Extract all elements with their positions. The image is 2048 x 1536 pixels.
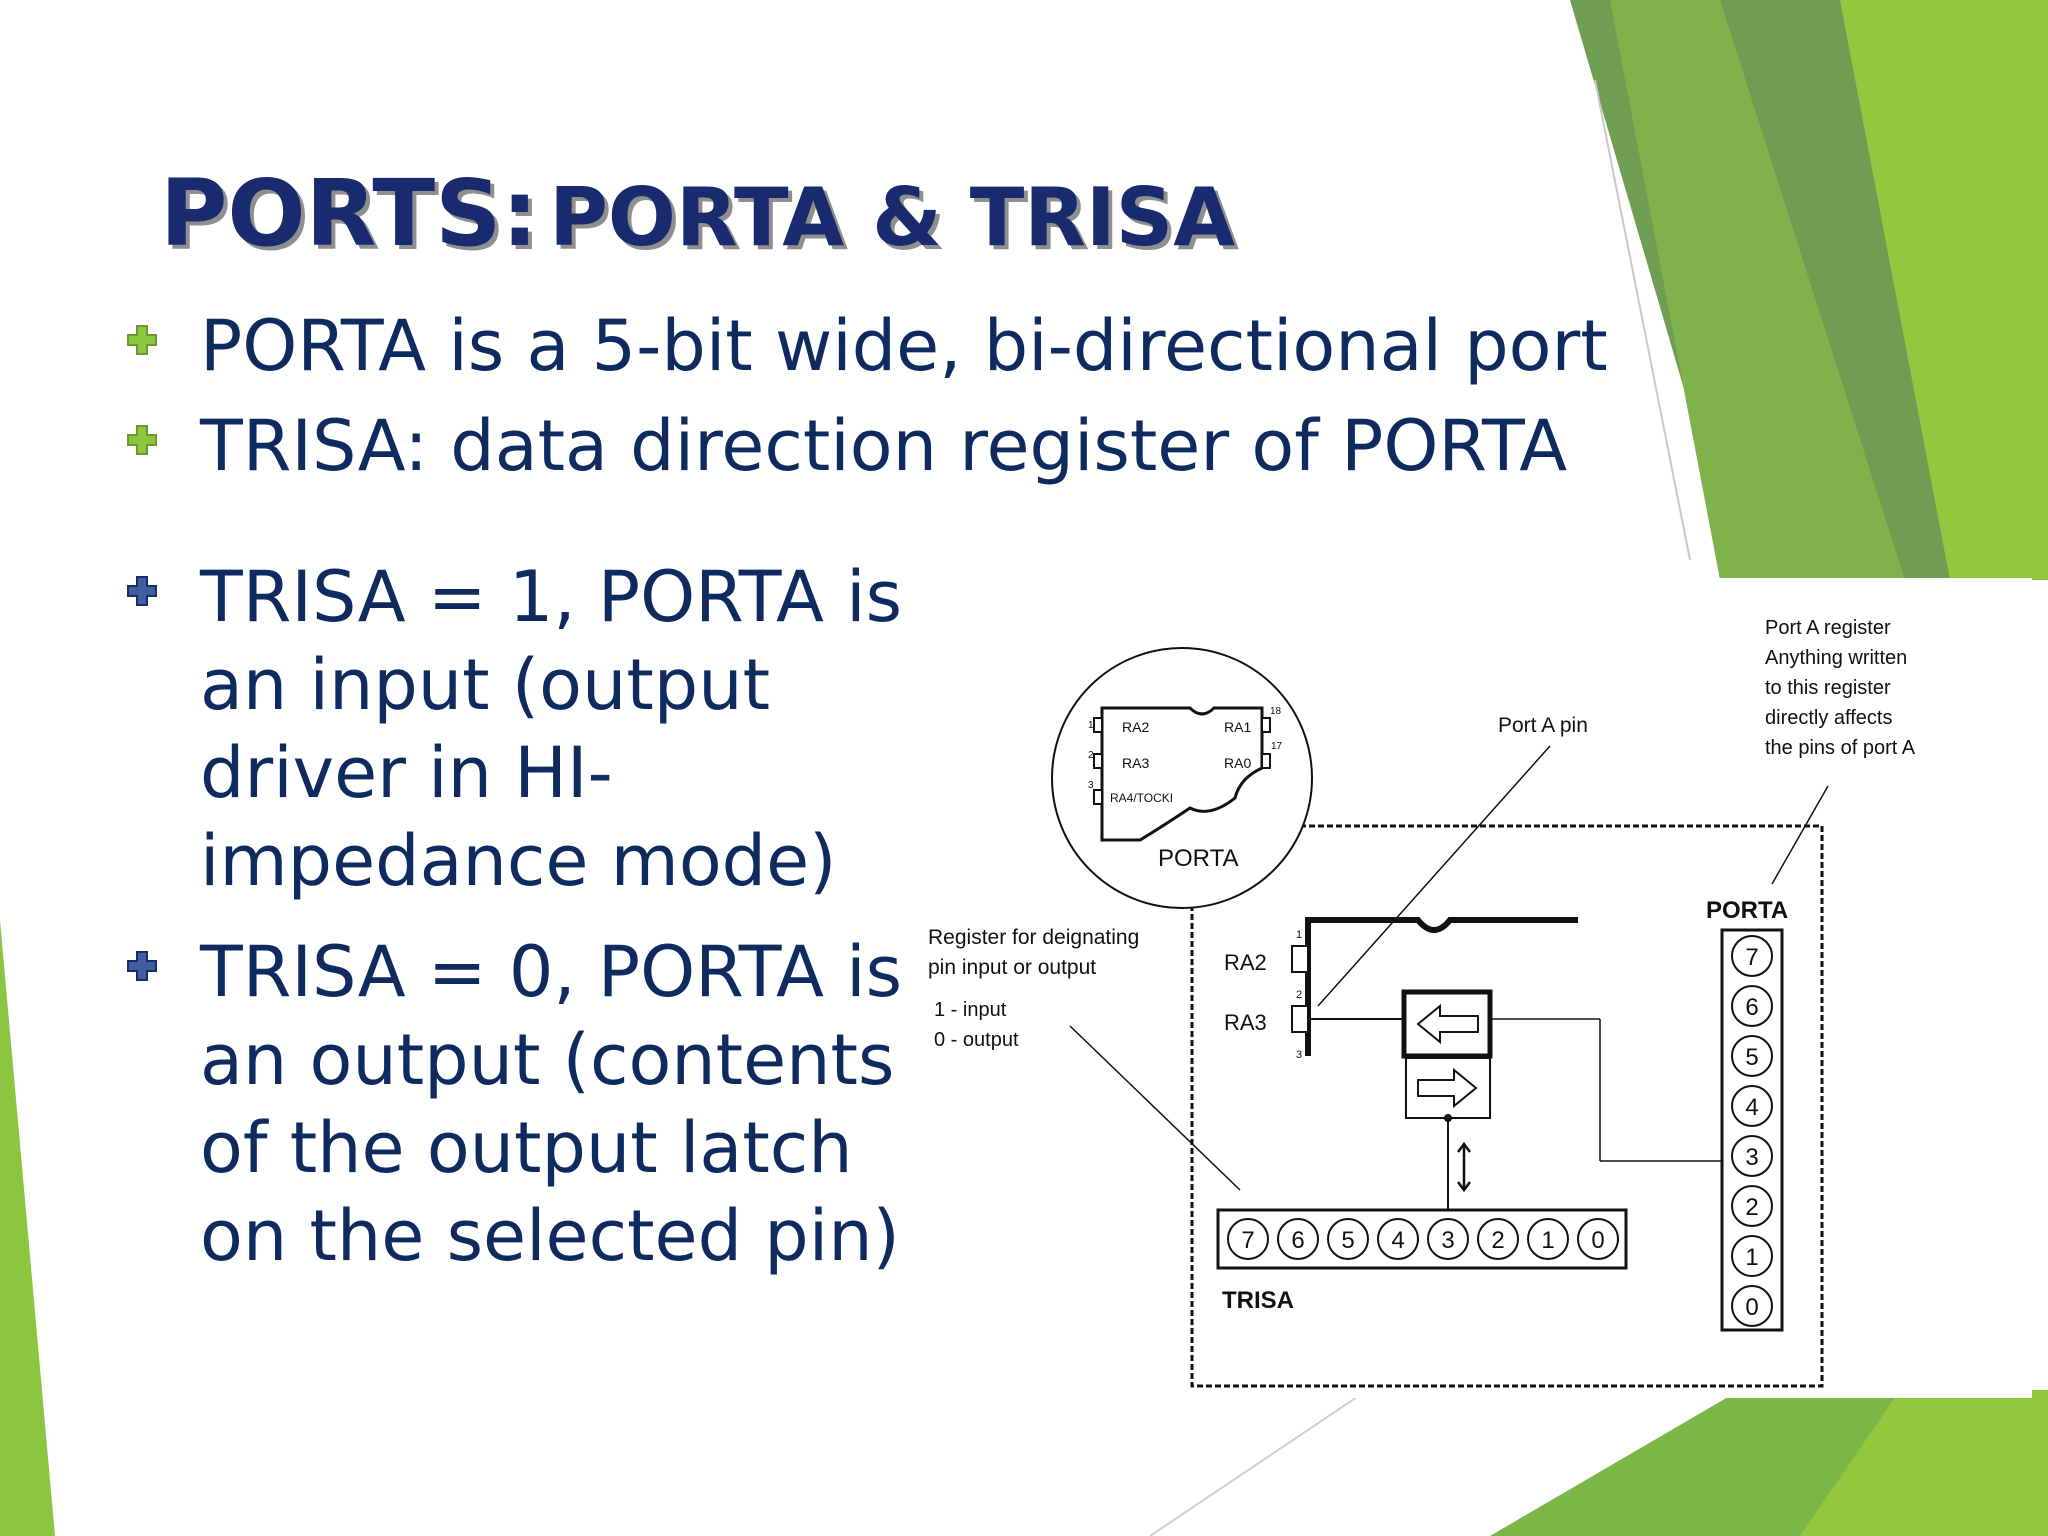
- bit-cell: [1731, 935, 1773, 977]
- porta-register-note-line: the pins of port A: [1765, 737, 1916, 759]
- chip-inset-pin: RA4/TOCKI: [1110, 791, 1173, 805]
- chip-inset-pin: RA2: [1122, 719, 1149, 735]
- green-plus-icon: [120, 402, 200, 490]
- bit-label: 2: [1745, 1194, 1758, 1221]
- bit-cell: [1227, 1218, 1269, 1260]
- chip-inset-pin-number: 17: [1271, 741, 1283, 752]
- green-left-triangle: [0, 920, 55, 1536]
- porta-bits: 7 6 5 4 3 2 1 0: [1731, 935, 1773, 1327]
- bullet-text: TRISA = 0, PORTA is an output (contents …: [200, 931, 903, 1277]
- trisa-value-line: 1 - input: [934, 999, 1007, 1021]
- bit-cell: [1577, 1218, 1619, 1260]
- bit-cell: [1731, 1085, 1773, 1127]
- bullet-text: TRISA: data direction register of PORTA: [200, 405, 1568, 487]
- bit-cell: [1377, 1218, 1419, 1260]
- bit-label: 7: [1241, 1227, 1254, 1254]
- bit-cell: [1327, 1218, 1369, 1260]
- chip-inset-pin: RA3: [1122, 755, 1149, 771]
- green-plus-icon: [120, 302, 200, 390]
- chip-pin-number: 2: [1296, 989, 1302, 1001]
- bit-label: 4: [1745, 1094, 1758, 1121]
- dashed-boundary: [1190, 824, 1824, 1388]
- chip-pin-label: RA2: [1224, 950, 1267, 975]
- bit-cell: [1731, 1285, 1773, 1327]
- bit-label: 0: [1745, 1294, 1758, 1321]
- bit-label: 6: [1745, 994, 1758, 1021]
- divider-line-bottom: [1149, 1394, 1361, 1536]
- trisa-note-line: Register for deignating: [928, 926, 1139, 949]
- bullet-bottom-1: TRISA = 1, PORTA is an input (output dri…: [120, 553, 902, 905]
- bit-label: 2: [1491, 1227, 1504, 1254]
- bullet-bottom-2: TRISA = 0, PORTA is an output (contents …: [120, 928, 902, 1280]
- bit-cell: [1731, 985, 1773, 1027]
- porta-register-note-line: to this register: [1765, 677, 1891, 699]
- chip-inset-label: PORTA: [1158, 845, 1238, 872]
- green-band-mid: [1610, 0, 1905, 580]
- bit-cell: [1427, 1218, 1469, 1260]
- bit-cell: [1731, 1135, 1773, 1177]
- bit-cell: [1277, 1218, 1319, 1260]
- porta-register-note-line: directly affects: [1765, 707, 1892, 729]
- bullet-top-2: TRISA: data direction register of PORTA: [120, 402, 1567, 490]
- bit-label: 5: [1745, 1044, 1758, 1071]
- bit-cell: [1731, 1235, 1773, 1277]
- chip-inset-pin: RA1: [1224, 719, 1251, 735]
- port-a-pin-label: Port A pin: [1498, 714, 1588, 737]
- green-bottom-right-light: [1800, 1390, 2048, 1536]
- bullet-text: TRISA = 1, PORTA is an input (output dri…: [200, 556, 903, 902]
- title-main: PORTS:: [160, 160, 539, 267]
- blue-plus-icon: [120, 928, 200, 1016]
- bit-label: 6: [1291, 1227, 1304, 1254]
- bullet-top-1: PORTA is a 5-bit wide, bi-directional po…: [120, 302, 1608, 390]
- porta-register-note-line: Port A register: [1765, 617, 1891, 639]
- trisa-register-label: TRISA: [1222, 1287, 1294, 1314]
- trisa-bits: 7 6 5 4 3 2 1 0: [1227, 1218, 1619, 1260]
- slide-title: PORTS: PORTA & TRISA: [160, 160, 1235, 267]
- porta-register-label: PORTA: [1706, 897, 1788, 924]
- title-sub: PORTA & TRISA: [549, 171, 1236, 264]
- chip-pin-number: 3: [1296, 1049, 1302, 1061]
- chip-inset-pin-number: 3: [1088, 780, 1094, 791]
- chip-inset-pin-number: 2: [1088, 750, 1094, 761]
- porta-register-leader: [1771, 785, 1829, 885]
- bit-label: 3: [1441, 1227, 1454, 1254]
- blue-plus-icon: [120, 553, 200, 641]
- diagram-svg: RA2 RA3 RA4/TOCKI RA1 RA0 1 2 3 18 17 PO…: [928, 617, 1916, 1388]
- right-arrow-icon: [1417, 1067, 1478, 1109]
- bit-label: 1: [1745, 1244, 1758, 1271]
- bit-label: 7: [1745, 944, 1758, 971]
- chip-body: [1305, 917, 1578, 1056]
- chip-inset-pin: RA0: [1224, 755, 1251, 771]
- porta-trisa-diagram: RA2 RA3 RA4/TOCKI RA1 RA0 1 2 3 18 17 PO…: [910, 578, 2032, 1398]
- bit-cell: [1731, 1035, 1773, 1077]
- port-a-pin-leader: [1317, 745, 1551, 1007]
- bit-label: 3: [1745, 1144, 1758, 1171]
- chip-inset-body: [1100, 706, 1264, 842]
- trisa-leader: [1069, 1025, 1241, 1191]
- bit-cell: [1527, 1218, 1569, 1260]
- green-band-light: [1840, 0, 2048, 580]
- bit-label: 5: [1341, 1227, 1354, 1254]
- trisa-value-line: 0 - output: [934, 1029, 1019, 1051]
- left-arrow-icon: [1416, 1003, 1479, 1045]
- porta-register-note-line: Anything written: [1765, 647, 1907, 669]
- divider-line: [1594, 79, 1691, 561]
- chip-pin-label: RA3: [1224, 1010, 1267, 1035]
- bullet-text: PORTA is a 5-bit wide, bi-directional po…: [200, 305, 1608, 387]
- bit-label: 0: [1591, 1227, 1604, 1254]
- bit-cell: [1477, 1218, 1519, 1260]
- bit-label: 1: [1541, 1227, 1554, 1254]
- bit-label: 4: [1391, 1227, 1404, 1254]
- chip-inset-pin-number: 1: [1088, 720, 1094, 731]
- chip-inset-pin-number: 18: [1270, 706, 1282, 717]
- bit-cell: [1731, 1185, 1773, 1227]
- updown-arrow-icon: [1457, 1141, 1471, 1193]
- chip-pin-number: 1: [1296, 929, 1302, 941]
- trisa-note-line: pin input or output: [928, 956, 1096, 979]
